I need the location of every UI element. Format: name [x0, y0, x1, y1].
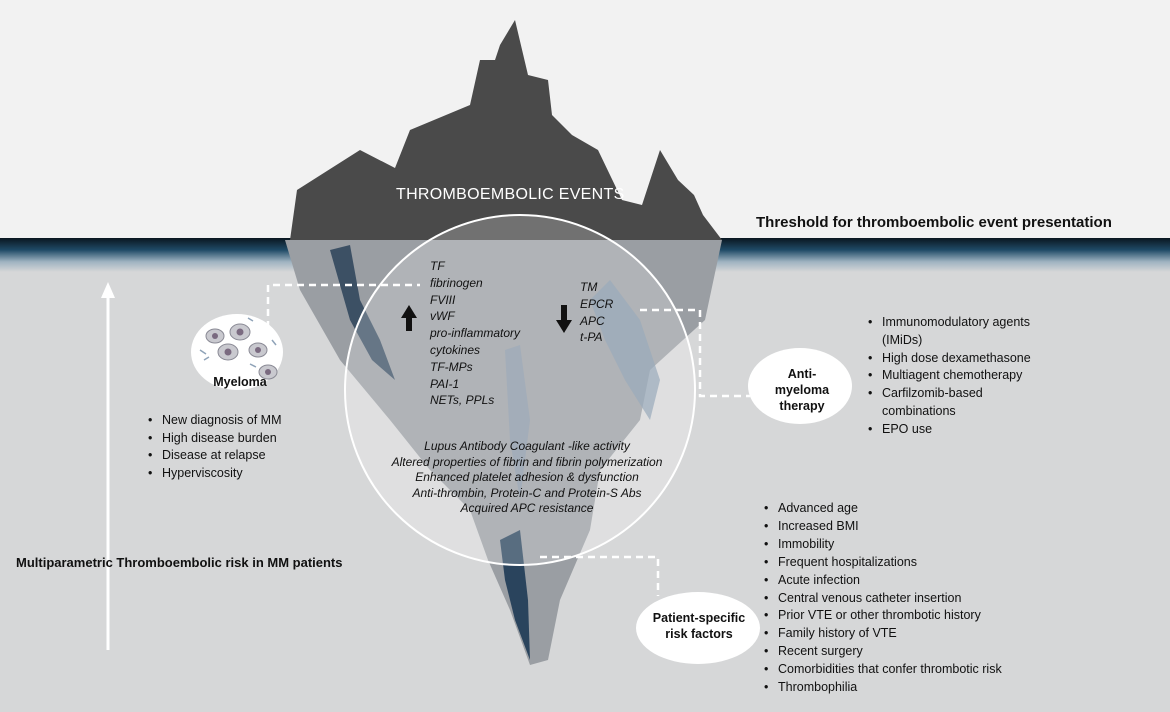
- iceberg-facet-bottom: [500, 530, 530, 660]
- anti-myeloma-oval: [748, 348, 852, 424]
- iceberg-facet-right: [590, 280, 660, 420]
- decrease-arrow: [556, 305, 572, 333]
- list-item: New diagnosis of MM: [146, 412, 282, 430]
- myeloma-cells-illustration: [199, 317, 278, 380]
- dashed-connectors: [266, 283, 750, 596]
- anti-myeloma-factor-list: Immunomodulatory agents (IMiDs) High dos…: [866, 314, 1046, 439]
- list-item: Hyperviscosity: [146, 465, 282, 483]
- list-item: Increased BMI: [762, 518, 1002, 536]
- risk-axis-arrowhead: [101, 282, 115, 298]
- list-item: Advanced age: [762, 500, 1002, 518]
- mechanism-item: Anti-thrombin, Protein-C and Protein-S A…: [412, 485, 642, 500]
- iceberg-tip: [290, 20, 722, 240]
- patient-factor-list: Advanced age Increased BMI Immobility Fr…: [762, 500, 1002, 697]
- label-line: Anti-: [787, 367, 817, 381]
- list-item: High dose dexamethasone: [866, 350, 1046, 368]
- list-item: Multiagent chemotherapy: [866, 367, 1046, 385]
- myeloma-factor-list: New diagnosis of MM High disease burden …: [146, 412, 282, 482]
- factor-item: vWF: [430, 309, 455, 324]
- mechanism-item: Enhanced platelet adhesion & dysfunction: [415, 470, 639, 485]
- factor-item: APC: [580, 313, 605, 328]
- decreased-factor-list: TM EPCR APC t-PA: [580, 279, 613, 346]
- list-item: High disease burden: [146, 430, 282, 448]
- list-item: Comorbidities that confer thrombotic ris…: [762, 661, 1002, 679]
- list-item: Immobility: [762, 536, 1002, 554]
- patient-oval: [636, 592, 760, 664]
- list-item: Thrombophilia: [762, 679, 1002, 697]
- list-item: Disease at relapse: [146, 447, 282, 465]
- factor-item: TF: [430, 259, 445, 273]
- list-item: Immunomodulatory agents (IMiDs): [866, 314, 1046, 350]
- increase-arrow: [401, 305, 417, 331]
- list-item: Prior VTE or other thrombotic history: [762, 607, 1002, 625]
- factor-item: fibrinogen: [430, 275, 483, 290]
- factor-item: cytokines: [430, 342, 481, 357]
- mechanism-item: Lupus Antibody Coagulant -like activity: [424, 439, 630, 453]
- factor-item: TF-MPs: [430, 359, 473, 374]
- list-item: Carfilzomib-based combinations: [866, 385, 1046, 421]
- label-line: therapy: [779, 399, 825, 413]
- list-item: EPO use: [866, 421, 1046, 439]
- mechanism-item: Altered properties of fibrin and fibrin …: [391, 454, 663, 469]
- label-line: risk factors: [665, 627, 733, 641]
- list-item: Acute infection: [762, 572, 1002, 590]
- list-item: Recent surgery: [762, 643, 1002, 661]
- thromboembolic-events-label: THROMBOEMBOLIC EVENTS: [396, 186, 625, 203]
- label-line: Patient-specific: [652, 611, 746, 625]
- factor-item: NETs, PPLs: [430, 393, 495, 408]
- focus-circle: [344, 214, 696, 566]
- threshold-label: Threshold for thromboembolic event prese…: [756, 214, 1112, 231]
- label-line: myeloma: [774, 383, 830, 397]
- increased-factor-list: TF fibrinogen FVIII vWF pro-inflammatory…: [430, 258, 520, 409]
- factor-item: pro-inflammatory: [430, 326, 521, 341]
- anti-myeloma-label: Anti- myeloma therapy: [752, 366, 852, 414]
- list-item: Family history of VTE: [762, 625, 1002, 643]
- factor-item: t-PA: [580, 330, 603, 345]
- anti-myeloma-connector: [640, 308, 750, 398]
- list-item: Frequent hospitalizations: [762, 554, 1002, 572]
- myeloma-connector: [266, 283, 420, 340]
- patient-connector: [540, 555, 660, 596]
- factor-item: TM: [580, 280, 598, 294]
- risk-axis-label: Multiparametric Thromboembolic risk in M…: [16, 555, 343, 570]
- iceberg-facet-center: [505, 345, 530, 500]
- mechanism-item: Acquired APC resistance: [460, 501, 594, 516]
- list-item: Central venous catheter insertion: [762, 590, 1002, 608]
- mechanism-list: Lupus Antibody Coagulant -like activity …: [372, 439, 682, 517]
- factor-item: EPCR: [580, 296, 614, 311]
- factor-item: FVIII: [430, 292, 456, 307]
- patient-risk-label: Patient-specific risk factors: [640, 610, 758, 642]
- myeloma-label: Myeloma: [213, 375, 267, 389]
- factor-item: PAI-1: [430, 376, 460, 391]
